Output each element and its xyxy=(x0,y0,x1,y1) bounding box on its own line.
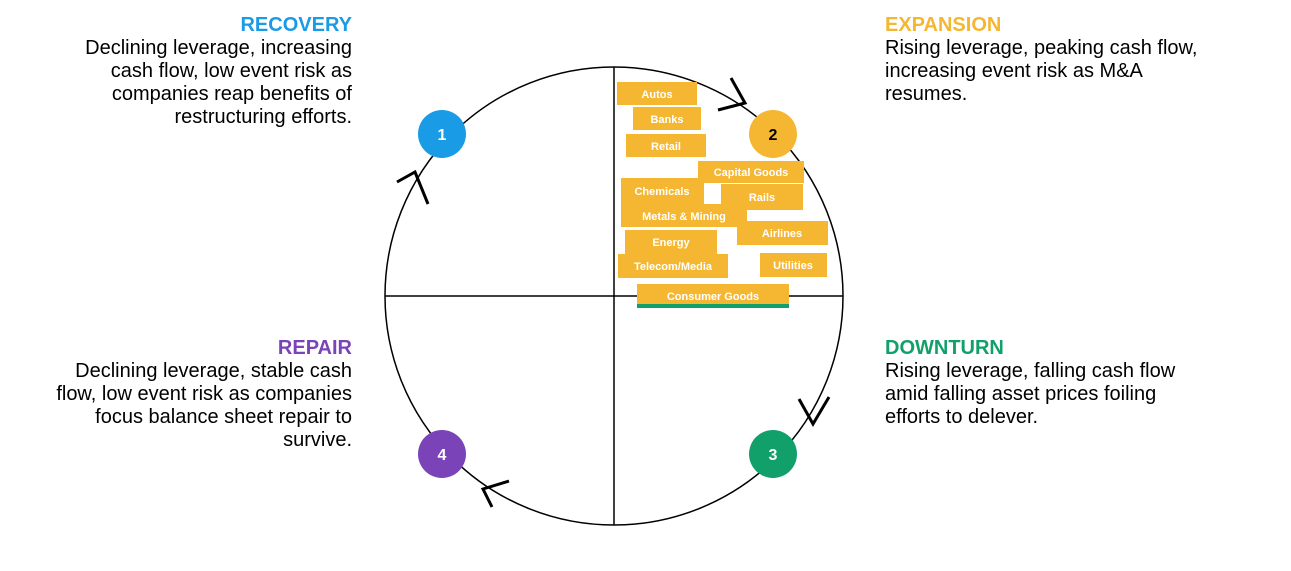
sector-label: Banks xyxy=(650,114,683,126)
recovery-phase: RECOVERY Declining leverage, increasing … xyxy=(40,13,352,129)
badge-3-number: 3 xyxy=(769,447,778,464)
downturn-phase: DOWNTURN Rising leverage, falling cash f… xyxy=(885,336,1205,429)
sector-label: Chemicals xyxy=(634,186,689,198)
sector-retail: Retail xyxy=(626,134,706,157)
sector-airlines: Airlines xyxy=(737,221,828,245)
sector-consumer-goods: Consumer Goods xyxy=(637,284,789,308)
sector-label: Metals & Mining xyxy=(642,211,726,223)
sector-label: Telecom/Media xyxy=(634,261,713,273)
sector-utilities: Utilities xyxy=(760,253,827,277)
expansion-title: EXPANSION xyxy=(885,14,1002,36)
badge-3-circle xyxy=(749,430,797,478)
badge-2-number: 2 xyxy=(769,127,778,144)
sector-label: Autos xyxy=(641,89,672,101)
sector-energy: Energy xyxy=(625,230,717,254)
badge-2: 2 xyxy=(749,110,797,158)
sector-label: Airlines xyxy=(762,228,802,240)
consumer-goods-underline xyxy=(637,304,789,308)
downturn-description: Rising leverage, falling cash flow amid … xyxy=(885,360,1176,428)
arrow-chevron-top-left xyxy=(396,169,430,205)
sector-label: Retail xyxy=(651,141,681,153)
sector-capital-goods: Capital Goods xyxy=(698,161,804,183)
badge-4: 4 xyxy=(418,430,466,478)
repair-description: Declining leverage, stable cash flow, lo… xyxy=(56,360,352,451)
expansion-description: Rising leverage, peaking cash flow, incr… xyxy=(885,37,1198,105)
sector-banks: Banks xyxy=(633,107,701,130)
sector-label: Energy xyxy=(652,237,690,249)
badge-1-circle xyxy=(418,110,466,158)
arrow-chevron-bottom-left xyxy=(480,479,510,508)
downturn-title: DOWNTURN xyxy=(885,337,1004,359)
sector-metals-mining: Metals & Mining xyxy=(621,204,747,227)
sector-telecom-media: Telecom/Media xyxy=(618,254,728,278)
sector-label: Capital Goods xyxy=(714,167,789,179)
sector-label: Utilities xyxy=(773,260,813,272)
arrow-chevron-bottom-right xyxy=(797,396,831,428)
sector-label: Rails xyxy=(749,192,775,204)
repair-phase: REPAIR Declining leverage, stable cash f… xyxy=(40,336,352,452)
badge-2-circle xyxy=(749,110,797,158)
sector-autos: Autos xyxy=(617,82,697,105)
badge-1-number: 1 xyxy=(438,127,447,144)
badge-4-circle xyxy=(418,430,466,478)
repair-title: REPAIR xyxy=(277,337,352,359)
recovery-title: RECOVERY xyxy=(240,14,352,36)
badge-4-number: 4 xyxy=(438,447,447,464)
sector-label: Consumer Goods xyxy=(667,291,759,303)
recovery-description: Declining leverage, increasing cash flow… xyxy=(85,37,352,128)
expansion-phase: EXPANSION Rising leverage, peaking cash … xyxy=(885,13,1205,106)
arrow-chevron-top-right xyxy=(717,77,748,112)
badge-3: 3 xyxy=(749,430,797,478)
sector-chemicals: Chemicals xyxy=(621,178,704,204)
badge-1: 1 xyxy=(418,110,466,158)
